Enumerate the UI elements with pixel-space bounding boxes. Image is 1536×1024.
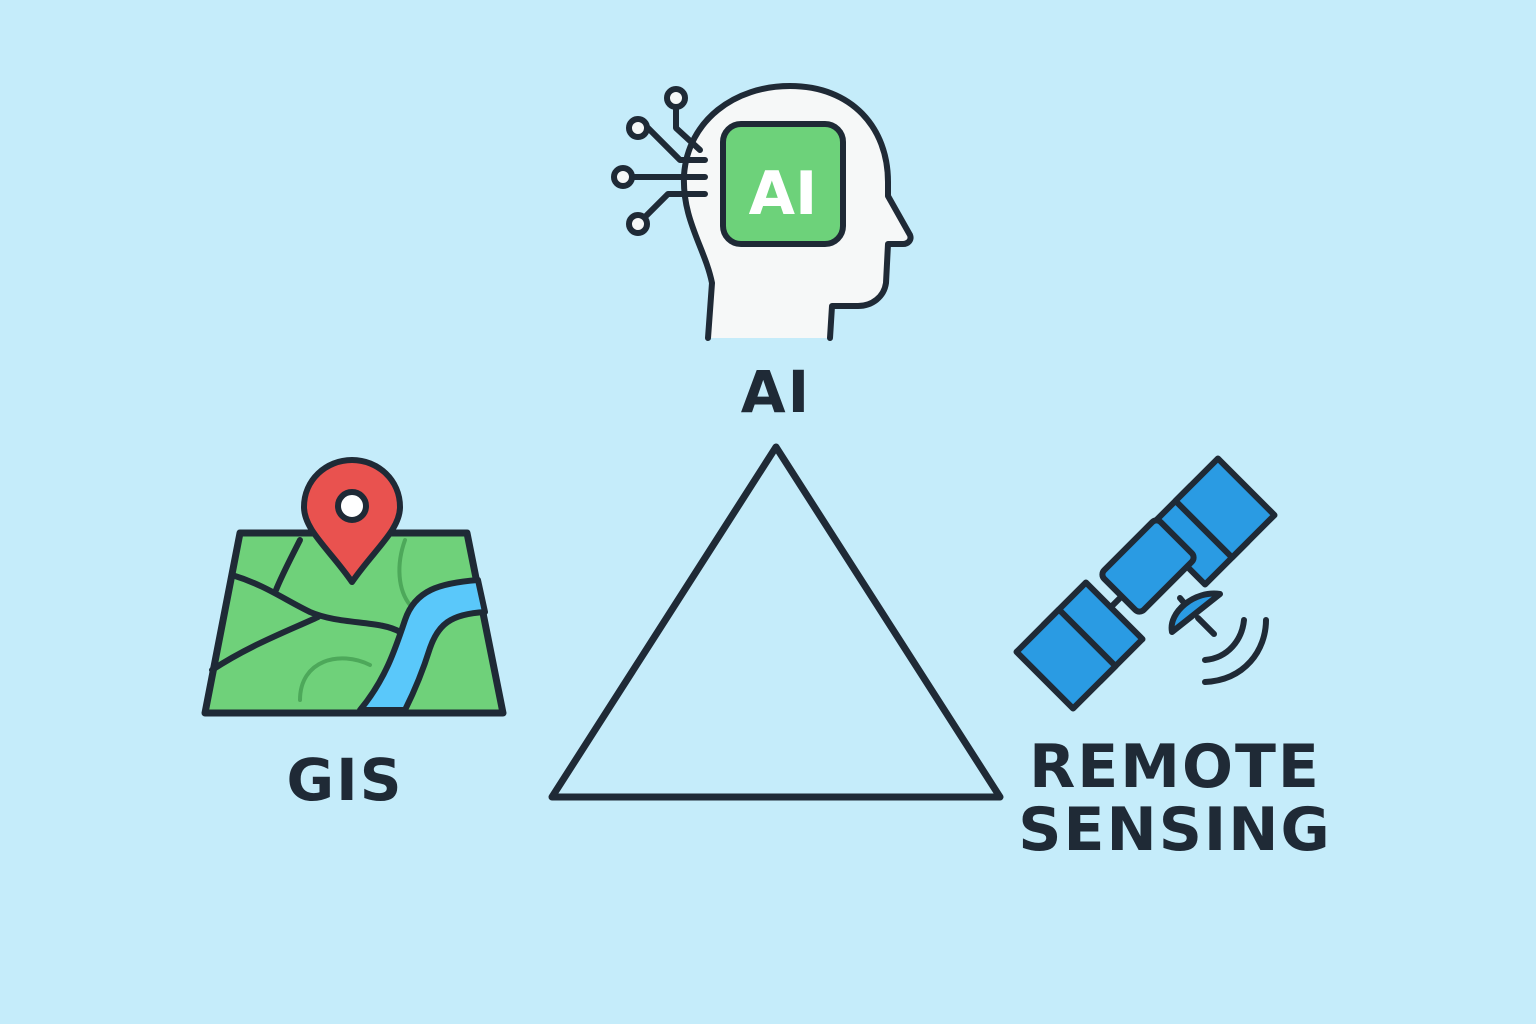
remote-sensing-label-line2: SENSING bbox=[1018, 795, 1332, 865]
ai-head-icon bbox=[611, 83, 914, 341]
gis-label: GIS bbox=[286, 746, 404, 814]
location-pin-icon bbox=[301, 457, 403, 585]
map-icon bbox=[201, 529, 507, 717]
ai-label: AI bbox=[740, 358, 812, 426]
central-triangle bbox=[548, 443, 1004, 801]
ai-chip bbox=[720, 121, 846, 247]
remote-sensing-label: REMOTE SENSING bbox=[1010, 736, 1340, 862]
satellite-icon bbox=[1013, 455, 1278, 712]
ai-chip-text: AI bbox=[749, 159, 818, 229]
remote-sensing-label-line1: REMOTE bbox=[1029, 732, 1321, 802]
